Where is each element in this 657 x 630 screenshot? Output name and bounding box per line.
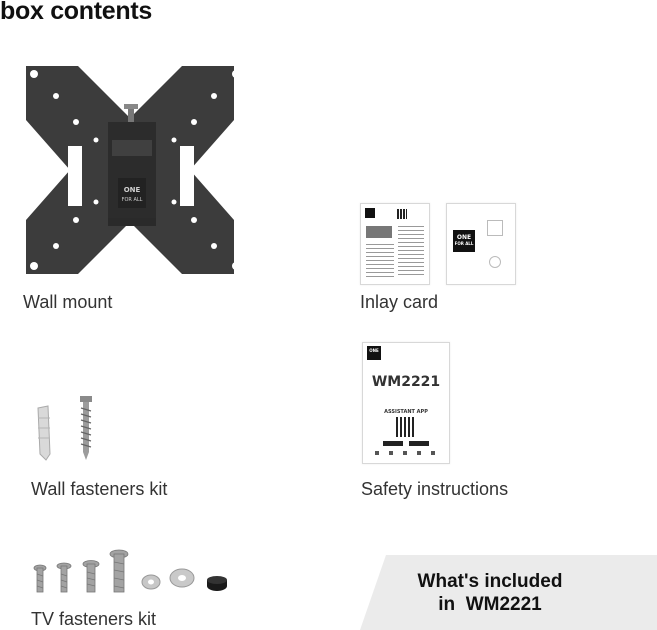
caption-tv-fasteners-kit: TV fasteners kit bbox=[31, 609, 157, 629]
banner-line-1: What's included bbox=[417, 571, 563, 592]
inlay-card-front-image bbox=[360, 203, 430, 285]
svg-text:FOR ALL: FOR ALL bbox=[122, 197, 143, 203]
whats-included-banner bbox=[360, 555, 657, 630]
qr-code-icon bbox=[396, 417, 416, 437]
leaflet-app-label: ASSISTANT APP bbox=[384, 409, 428, 415]
caption-inlay-card: Inlay card bbox=[360, 292, 439, 312]
wall-mount-image: ONE FOR ALL bbox=[26, 66, 240, 274]
caption-wall-mount: Wall mount bbox=[23, 292, 113, 312]
svg-text:ONE: ONE bbox=[124, 186, 141, 194]
whats-included-text: What's included in WM2221 bbox=[400, 570, 580, 616]
tv-fasteners-image bbox=[33, 549, 227, 593]
leaflet-model: WM2221 bbox=[371, 374, 441, 390]
safety-instructions-image: ONE WM2221 ASSISTANT APP bbox=[362, 342, 450, 464]
page-title: box contents bbox=[0, 0, 152, 25]
wall-fasteners-image bbox=[37, 396, 92, 461]
caption-wall-fasteners-kit: Wall fasteners kit bbox=[31, 479, 168, 499]
caption-safety-instructions: Safety instructions bbox=[361, 479, 509, 499]
banner-line-2: in WM2221 bbox=[438, 594, 542, 615]
brand-logo-icon: ONE bbox=[367, 346, 381, 360]
